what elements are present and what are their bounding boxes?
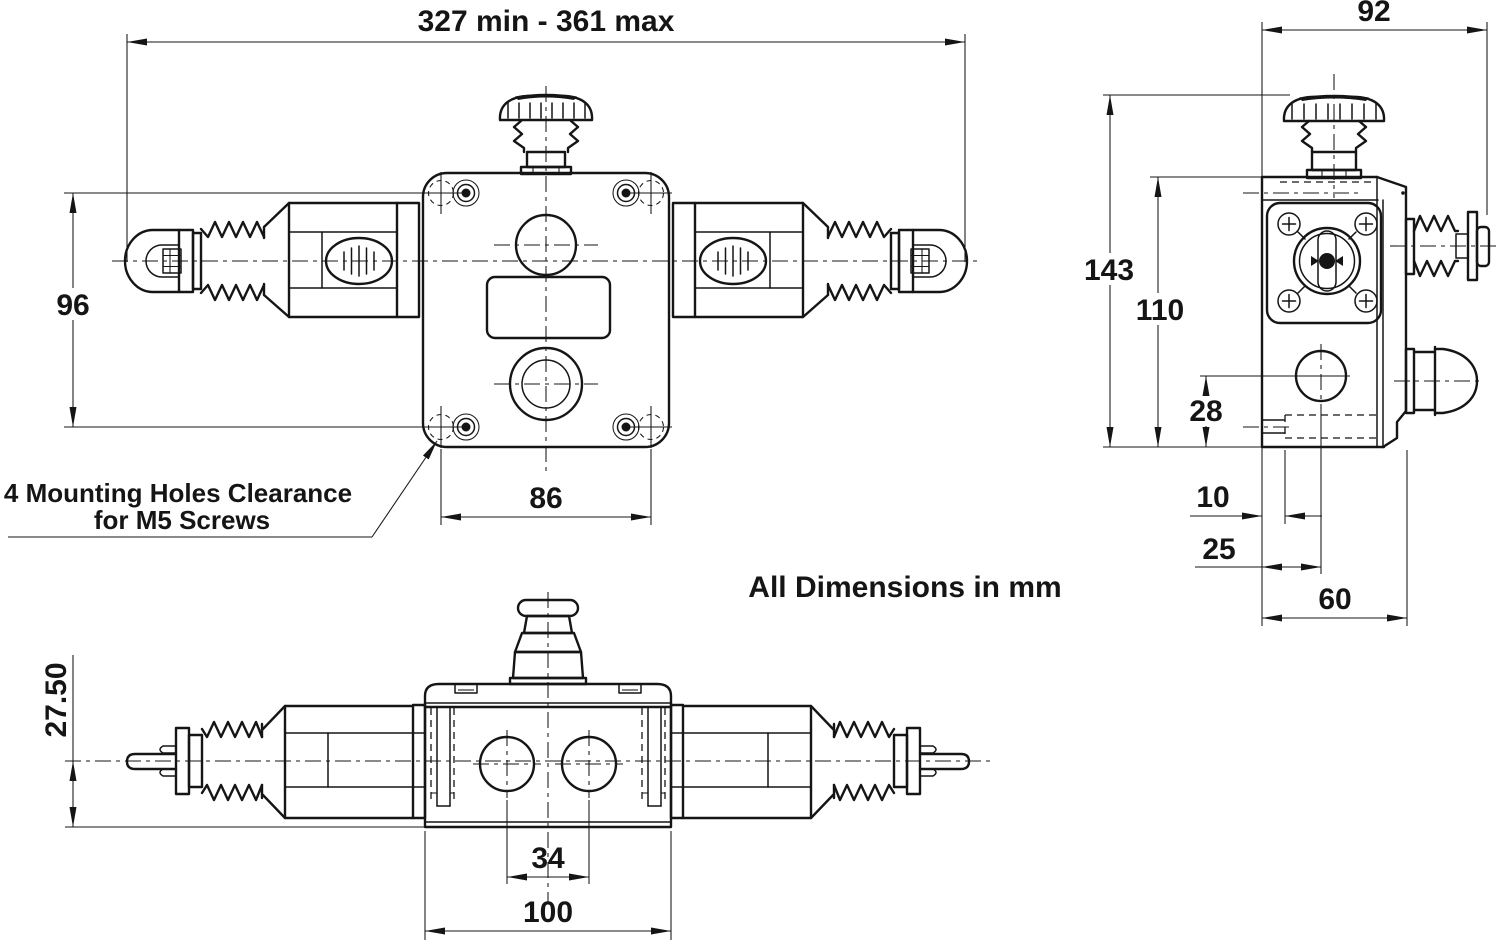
cover-screw: [452, 413, 480, 441]
dim-text-27-50: 27.50: [40, 662, 73, 737]
rotary-cam-inner: [1298, 232, 1356, 290]
dim-text-110: 110: [1136, 294, 1184, 327]
cover-screw: [612, 413, 640, 441]
dim-text-28: 28: [1189, 395, 1222, 428]
dimension-100: 100: [424, 831, 672, 940]
conduit-knockout: [430, 707, 455, 807]
rope-arm-right: [671, 201, 969, 319]
note-line2: for M5 Screws: [94, 505, 270, 535]
plate-screw: [1354, 289, 1378, 313]
head-face-plate: [1265, 201, 1383, 325]
front-view: 327 min - 361 max 96 86 4 Mounting Holes…: [4, 5, 980, 538]
dimension-28: 28: [1189, 375, 1350, 447]
leader-arrow: [371, 440, 438, 538]
side-flange: [1375, 175, 1408, 449]
cover-screw: [452, 179, 480, 207]
conduit-knockout: [641, 707, 666, 807]
dim-text-overall-length: 327 min - 361 max: [418, 5, 675, 38]
units-note: All Dimensions in mm: [748, 571, 1061, 604]
dimension-27-50: 27.50: [40, 655, 425, 828]
dimension-25: 25: [1195, 408, 1322, 574]
bellows-bottom: [1412, 259, 1460, 278]
dim-text-mask: [51, 288, 95, 320]
dimension-96: 96: [51, 192, 445, 428]
plate-screw: [1277, 289, 1301, 313]
bellows-top: [1412, 214, 1460, 233]
dimension-92: 92: [1261, 0, 1488, 215]
rope-arm-left: [123, 201, 421, 319]
label-plate: [485, 275, 612, 340]
dim-text-143: 143: [1084, 254, 1134, 287]
dimension-60: 60: [1261, 447, 1408, 626]
dome-plug-side: [1394, 345, 1484, 417]
cover-clip: [618, 683, 642, 694]
switch-housing-bottom: [423, 682, 673, 829]
dim-text-100: 100: [523, 896, 573, 929]
dimension-overall-length: 327 min - 361 max: [126, 5, 966, 262]
plate-screw: [1277, 212, 1301, 236]
estop-button-side: [1282, 94, 1386, 180]
eye-plate: [1404, 217, 1416, 276]
mounting-hole: [629, 171, 673, 215]
plate-screw: [1354, 212, 1378, 236]
button-bellows: [566, 119, 580, 154]
dimension-143: 143: [1083, 94, 1290, 448]
eye-bolt-side: [1390, 210, 1497, 282]
dim-text-mask: [1083, 253, 1135, 285]
button-bellows: [512, 119, 526, 154]
estop-button-front: [498, 93, 594, 176]
estop-button-bottom: [508, 598, 588, 686]
cover-screw: [612, 179, 640, 207]
switch-housing-side: [1243, 175, 1408, 449]
dim-text-96: 96: [56, 289, 89, 322]
dimension-86: 86: [440, 449, 652, 525]
mounting-holes-note: 4 Mounting Holes Clearance for M5 Screws: [4, 440, 438, 538]
side-view: 92 143 110 28 10: [1083, 0, 1497, 626]
cam-center: [1319, 253, 1335, 269]
button-base: [519, 165, 573, 176]
mounting-hole: [629, 405, 673, 449]
bottom-view: 27.50 34 100: [40, 592, 992, 940]
dim-text-25: 25: [1202, 533, 1235, 566]
dim-text-mask: [1190, 396, 1224, 426]
dimension-10: 10: [1190, 450, 1322, 524]
eye-edge-cap: [1475, 225, 1491, 268]
rotary-cam-outer: [1292, 226, 1362, 296]
dim-text-92: 92: [1357, 0, 1390, 28]
dimension-110: 110: [1134, 176, 1262, 447]
cover-clip: [454, 683, 478, 694]
dim-text-34: 34: [531, 842, 565, 875]
dim-text-mask: [1134, 293, 1186, 325]
dim-text-86: 86: [529, 482, 562, 515]
note-line1: 4 Mounting Holes Clearance: [4, 478, 352, 508]
dim-text-60: 60: [1318, 583, 1351, 616]
dimension-34: 34: [506, 800, 590, 884]
dim-text-10: 10: [1196, 481, 1229, 514]
